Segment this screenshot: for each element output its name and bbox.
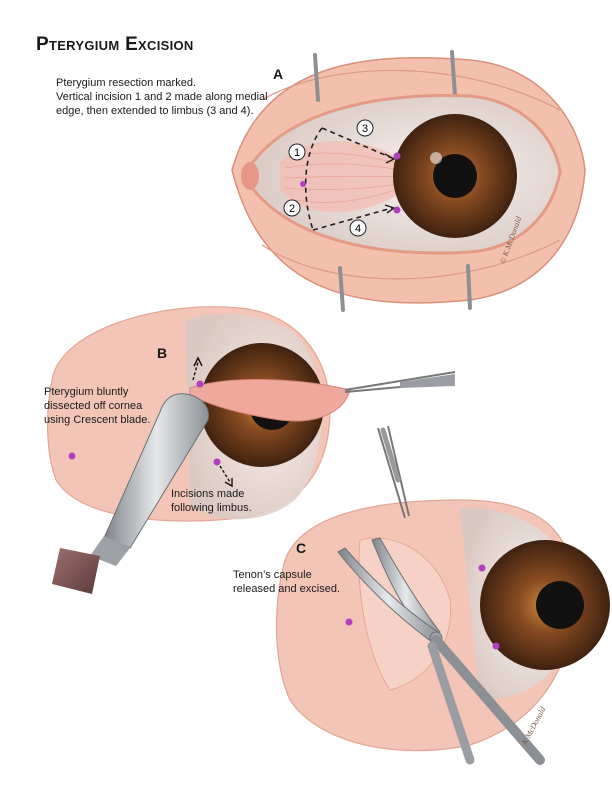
- panel-b-caption-line: dissected off cornea: [44, 400, 143, 412]
- panel-label-c: C: [296, 540, 307, 556]
- speculum-blade: [313, 53, 320, 102]
- marker-dot: [492, 642, 500, 650]
- pterygium-flap: [189, 379, 351, 422]
- panel-c-caption-line: released and excised.: [233, 583, 341, 595]
- marker-dot: [196, 380, 204, 388]
- marker-dot: [68, 452, 76, 460]
- scissors: [337, 537, 545, 765]
- panel-c-eye: [276, 425, 610, 765]
- forceps-c: [377, 425, 410, 519]
- blade-handle: [52, 548, 100, 594]
- speculum-blade: [338, 266, 345, 312]
- step-marker-3: 3: [356, 119, 374, 137]
- svg-text:4: 4: [355, 223, 361, 235]
- panel-b-caption-line: Pterygium bluntly: [44, 386, 129, 398]
- incision-limbus-lower: [312, 207, 393, 231]
- crescent-blade: [52, 393, 210, 594]
- svg-text:3: 3: [362, 123, 368, 135]
- speculum-blade: [466, 264, 472, 310]
- panel-c-caption-line: Tenon’s capsule: [233, 569, 312, 581]
- panel-a-caption: Pterygium resection marked. Vertical inc…: [56, 76, 268, 118]
- svg-text:2: 2: [289, 203, 295, 215]
- step-marker-1: 1: [288, 143, 306, 161]
- forceps: [344, 371, 456, 393]
- page-title: Pterygium Excision: [36, 34, 194, 55]
- speculum-blade: [450, 50, 457, 98]
- incision-vertical: [304, 127, 323, 231]
- incision-limbus-upper: [321, 127, 393, 159]
- marker-dot: [478, 564, 486, 572]
- panel-a-caption-line: edge, then extended to limbus (3 and 4).: [56, 105, 254, 117]
- panel-a-pupil: [433, 154, 477, 198]
- panel-b-caption-left: Pterygium bluntly dissected off cornea u…: [44, 385, 150, 427]
- panel-a-caption-line: Vertical incision 1 and 2 made along med…: [56, 91, 268, 103]
- panel-label-b: B: [157, 345, 168, 361]
- step-marker-2: 2: [283, 199, 301, 217]
- panel-a-caption-line: Pterygium resection marked.: [56, 77, 196, 89]
- panel-b-caption-line: Incisions made: [171, 488, 245, 500]
- marker-dot: [393, 152, 401, 160]
- panel-label-a: A: [273, 66, 284, 82]
- panel-b-caption-line: using Crescent blade.: [44, 414, 151, 426]
- panel-c-pupil: [536, 581, 584, 629]
- caruncle: [241, 162, 259, 190]
- svg-text:1: 1: [294, 147, 300, 159]
- panel-b-caption-line: following limbus.: [171, 502, 252, 514]
- panel-b-caption-right: Incisions made following limbus.: [171, 487, 252, 515]
- marker-dot: [393, 206, 401, 214]
- marker-dot: [300, 181, 306, 187]
- panel-c-caption: Tenon’s capsule released and excised.: [233, 568, 340, 596]
- marker-dot: [213, 458, 221, 466]
- step-marker-4: 4: [349, 219, 367, 237]
- panel-a-eye: 1 2 3 4: [231, 50, 586, 312]
- marker-dot: [345, 618, 353, 626]
- panel-b-eye: [46, 306, 456, 594]
